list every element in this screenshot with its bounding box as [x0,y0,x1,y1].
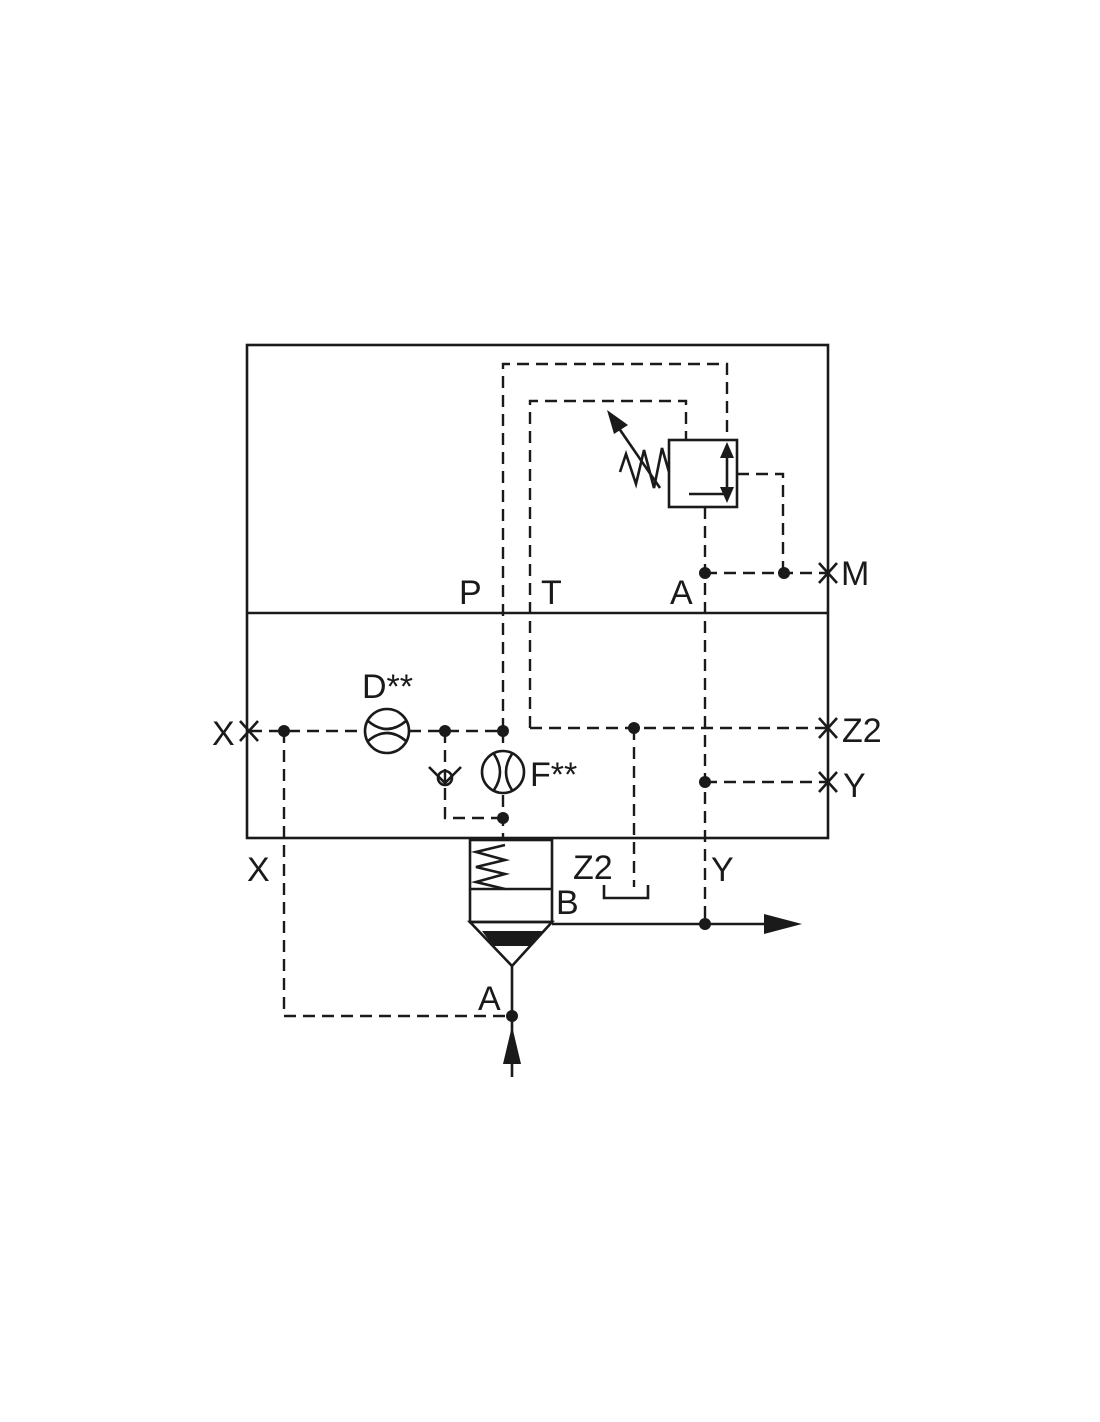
label-port-z2: Z2 [842,712,882,750]
orifice-d [363,707,411,755]
label-port-y: Y [843,767,866,805]
port-plugs [239,562,838,793]
upper-pilot-lines [501,362,826,924]
label-upper-p: P [459,574,482,612]
label-lower-z2: Z2 [573,849,613,887]
label-upper-a: A [670,574,693,612]
plug-m-icon [818,562,838,584]
tank-icon [602,885,650,900]
outlet-arrow-icon [764,914,802,934]
poppet-seat-fill [482,931,542,946]
label-lower-x: X [247,851,270,889]
check-valve-ball-icon [436,769,454,787]
label-port-m: M [841,555,869,593]
junction-spring [497,812,509,824]
adjust-arrow-icon [607,410,628,434]
orifice-f-icon [480,749,526,795]
pilot-line-t [528,399,688,728]
pilot-relief-valve [607,410,739,509]
junctions [278,567,790,1022]
gauge-branch-line [737,472,785,573]
adjust-arrow-shaft [614,423,662,489]
main-poppet-valve [466,838,802,1077]
label-orifice-d: D** [362,668,413,706]
check-valve [428,766,462,787]
label-port-x: X [212,715,235,753]
label-lower-b: B [556,884,579,922]
junction-m [778,567,790,579]
junction-y [699,776,711,788]
inlet-arrow-icon [503,1026,521,1064]
spring-icon [618,447,671,489]
plug-x-icon [239,720,259,742]
plug-y-icon [818,771,838,793]
lower-pilot-lines [250,726,826,1018]
junction-check [439,725,451,737]
housing [245,343,830,840]
label-lower-y: Y [711,851,734,889]
valve-body-outline [245,343,830,840]
x-external-line [282,731,512,1018]
orifice-d-icon [363,707,411,755]
check-bypass-line [443,731,503,820]
label-lower-a: A [478,980,501,1018]
plug-z2-icon [818,717,838,739]
orifice-f [480,749,526,795]
junction-a [699,567,711,579]
poppet-spring-icon [470,843,511,891]
junction-x [278,725,290,737]
label-upper-t: T [541,574,562,612]
junction-p [497,725,509,737]
junction-z2 [628,722,640,734]
pilot-arrow-head-up [720,442,734,458]
labels: P T A M X Z2 Y D** F** X Z2 Y B A [212,555,882,1018]
pilot-line-p [501,362,729,730]
check-valve-seat-icon [428,766,462,785]
label-orifice-f: F** [530,756,577,794]
